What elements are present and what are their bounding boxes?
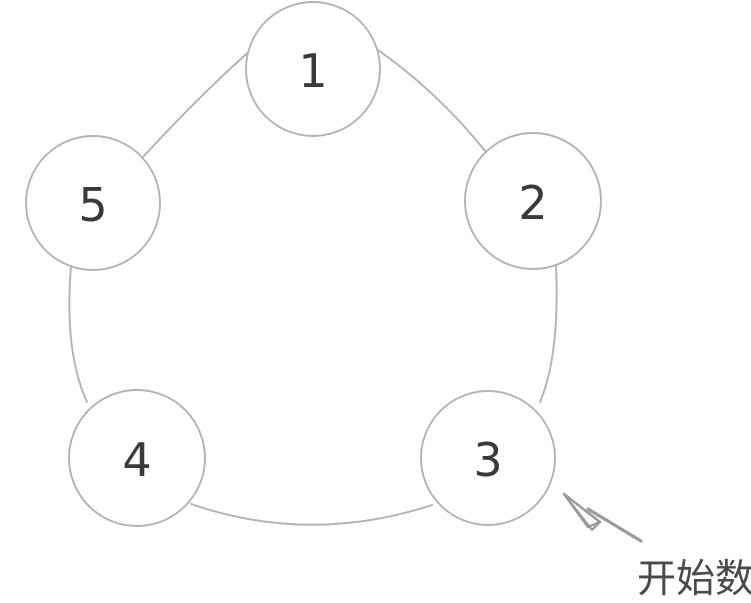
annotation-arrow [562, 492, 643, 543]
edge-1-2 [374, 47, 487, 153]
edge-5-1 [142, 47, 254, 158]
node-3-label: 3 [473, 433, 502, 487]
annotation-label: 开始数 [637, 557, 751, 602]
edge-4-5 [68, 265, 88, 403]
node-1-label: 1 [298, 44, 327, 98]
node-2[interactable]: 2 [464, 132, 602, 270]
node-1-circle[interactable] [245, 1, 381, 137]
node-4[interactable]: 4 [68, 389, 206, 527]
node-group: 1 2 3 4 5 [25, 1, 602, 527]
node-4-circle[interactable] [68, 389, 206, 527]
arrow-head-inner-icon [562, 492, 602, 532]
node-5[interactable]: 5 [25, 135, 161, 271]
node-5-label: 5 [78, 178, 107, 232]
arrow-shaft [586, 507, 643, 543]
node-2-circle[interactable] [464, 132, 602, 270]
edge-3-4 [190, 503, 433, 526]
edge-2-3 [539, 263, 558, 403]
node-5-circle[interactable] [25, 135, 161, 271]
node-2-label: 2 [518, 176, 547, 230]
node-3[interactable]: 3 [420, 390, 556, 526]
node-1[interactable]: 1 [245, 1, 381, 137]
node-4-label: 4 [122, 433, 151, 487]
edge-group [68, 47, 558, 526]
node-3-circle[interactable] [420, 390, 556, 526]
